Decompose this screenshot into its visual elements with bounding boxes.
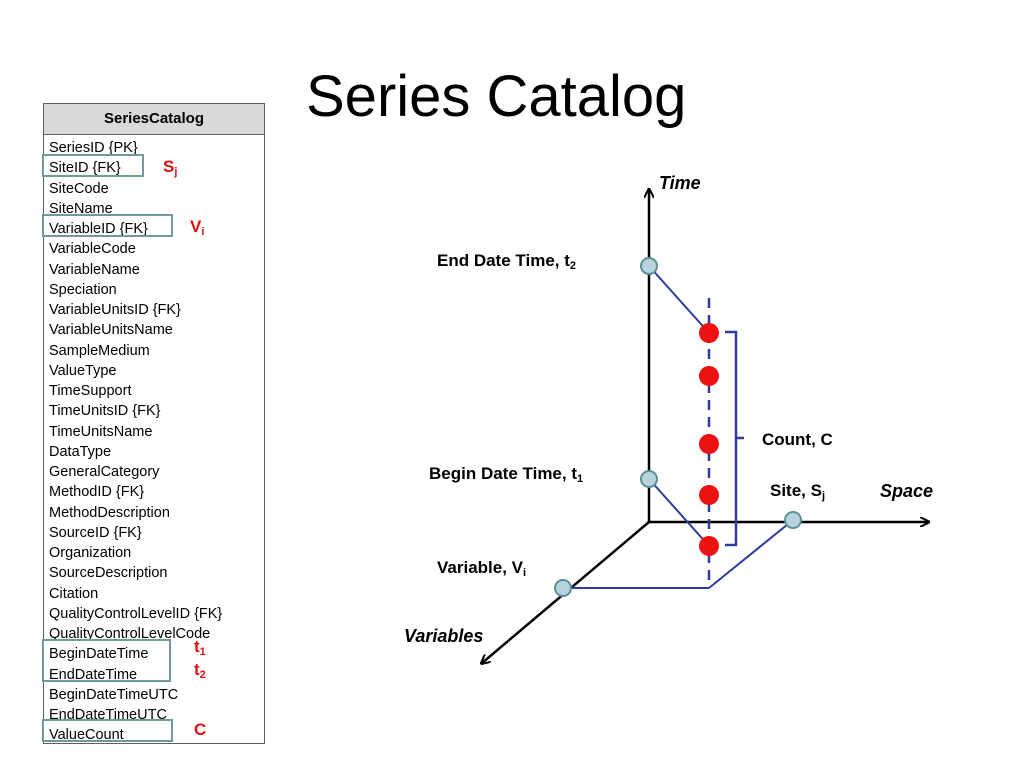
field-row: SourceDescription (49, 565, 168, 582)
data-point (699, 323, 719, 343)
variable-node (554, 579, 572, 597)
end-date-time-label: End Date Time, t2 (437, 251, 577, 272)
count-marker: C (194, 720, 207, 739)
begin-date-time-label: Begin Date Time, t1 (429, 464, 584, 485)
field-row: ValueType (49, 362, 117, 379)
variable-label: Variable, Vi (437, 558, 527, 579)
field-row: DataType (49, 443, 112, 460)
site-node (784, 511, 802, 529)
field-row: TimeUnitsName (49, 423, 153, 440)
data-point (699, 366, 719, 386)
variable-id-highlight (42, 214, 173, 237)
field-row: QualityControlLevelID {FK} (49, 605, 223, 622)
begin-time-marker: t1 (194, 637, 206, 658)
begin-time-node (640, 470, 658, 488)
site-id-highlight (42, 154, 144, 177)
site-label: Site, Sj (770, 481, 826, 502)
time-axis-label: Time (659, 173, 701, 193)
field-row: TimeSupport (49, 383, 132, 399)
data-point (699, 434, 719, 454)
field-row: VariableCode (49, 241, 136, 258)
end-time-guide-line (648, 265, 710, 334)
series-catalog-table: SeriesCatalog SeriesID {PK} SiteID {FK} … (43, 103, 265, 744)
field-row: SiteCode (49, 180, 109, 197)
field-row: VariableUnitsName (49, 322, 173, 339)
field-row: SourceID {FK} (49, 524, 142, 541)
field-list: SeriesID {PK} SiteID {FK} SiteCode SiteN… (44, 135, 264, 746)
field-row: MethodID {FK} (49, 484, 145, 501)
field-row: SiteName (49, 200, 113, 217)
field-row: Speciation (49, 281, 117, 298)
end-time-marker: t2 (194, 660, 206, 681)
field-row: TimeUnitsID {FK} (49, 403, 161, 420)
table-header: SeriesCatalog (44, 104, 264, 135)
field-row: MethodDescription (49, 504, 170, 521)
slide-title: Series Catalog (306, 64, 687, 129)
end-time-node (640, 257, 658, 275)
variables-axis-label: Variables (404, 626, 484, 646)
data-point (699, 536, 719, 556)
field-row: VariableID {FK} (49, 221, 148, 237)
value-count-highlight (42, 719, 173, 742)
field-row: SampleMedium (49, 342, 150, 359)
field-row: QualityControlLevelCode (49, 626, 211, 642)
field-row: BeginDateTimeUTC (49, 686, 179, 703)
data-point (699, 485, 719, 505)
field-row: VariableUnitsID {FK} (49, 302, 181, 318)
count-label: Count, C (762, 430, 833, 449)
site-guide-line (708, 519, 794, 589)
begin-time-guide-line (648, 478, 710, 547)
field-row: EndDateTime (49, 666, 138, 683)
space-axis-label: Space (880, 481, 934, 501)
field-row: SeriesID {PK} (49, 140, 138, 156)
site-marker: Sj (163, 157, 178, 178)
field-row: GeneralCategory (49, 464, 160, 480)
field-row: Organization (49, 545, 132, 561)
field-row: BeginDateTime (49, 646, 149, 663)
field-row: SiteID {FK} (49, 160, 121, 177)
variable-marker: Vi (190, 217, 205, 238)
field-row: Citation (49, 585, 99, 602)
count-bracket (725, 330, 744, 547)
date-range-highlight (42, 639, 171, 682)
field-row: ValueCount (49, 727, 124, 744)
field-row: VariableName (49, 261, 140, 278)
